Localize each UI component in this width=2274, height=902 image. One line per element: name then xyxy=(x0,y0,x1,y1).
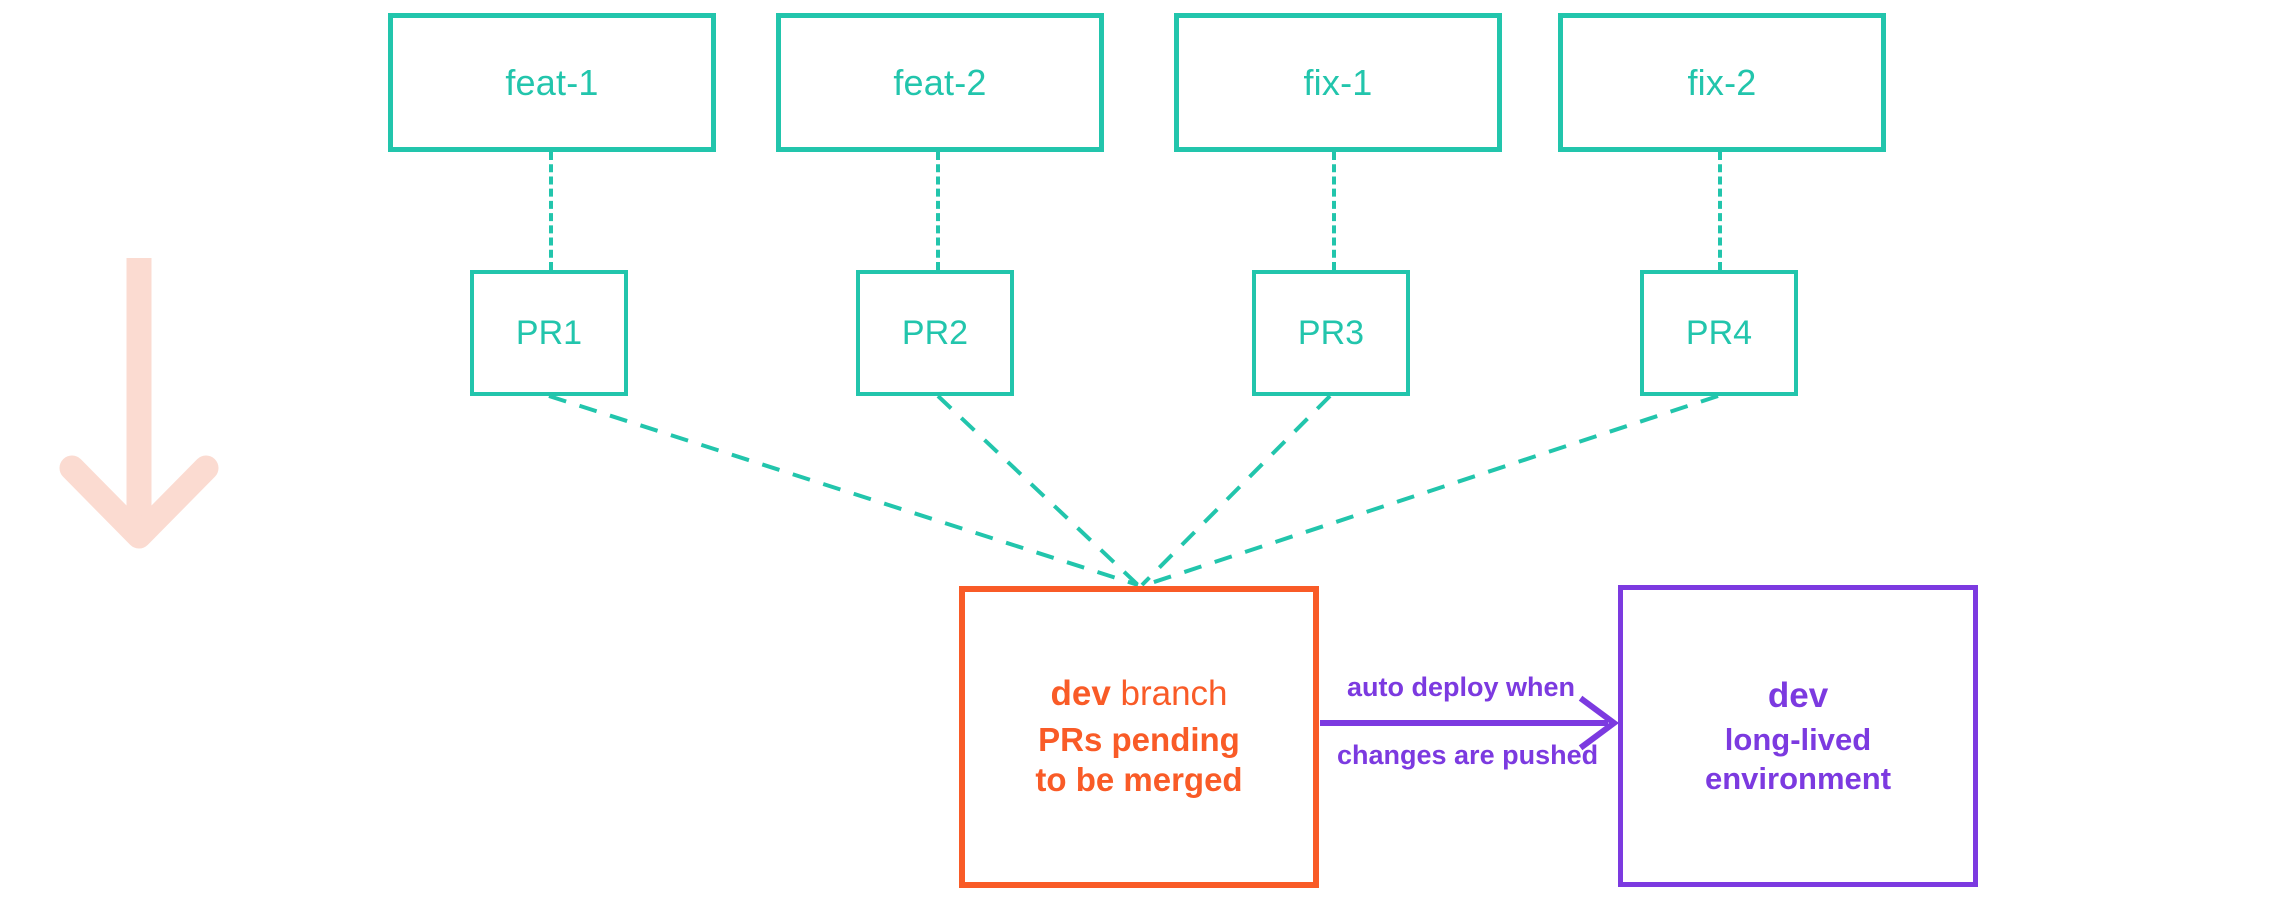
branch-box-feat-1[interactable]: feat-1 xyxy=(388,13,716,152)
branch-label: feat-2 xyxy=(893,61,987,103)
branch-label: fix-1 xyxy=(1303,61,1373,103)
connector-pr1-dev xyxy=(548,394,1139,587)
connector-pr4-dev xyxy=(1144,394,1719,587)
dev-environment-box[interactable]: dev long-lived environment xyxy=(1618,585,1978,887)
downward-flow-arrow xyxy=(59,258,219,549)
pr-label: PR4 xyxy=(1685,313,1753,352)
pr-to-dev-connectors xyxy=(548,394,1719,587)
pr-box-pr2[interactable]: PR2 xyxy=(856,270,1014,396)
dev-branch-title-rest: branch xyxy=(1110,674,1228,714)
connector-pr2-dev xyxy=(936,394,1140,587)
branch-label: feat-1 xyxy=(505,61,599,103)
branch-box-fix-2[interactable]: fix-2 xyxy=(1558,13,1886,152)
pr-box-pr4[interactable]: PR4 xyxy=(1640,270,1798,396)
connector-feat-2-pr2 xyxy=(936,152,940,270)
pr-label: PR2 xyxy=(901,313,969,352)
dev-branch-title-bold: dev xyxy=(1050,674,1111,714)
dev-branch-subtitle: PRs pending to be merged xyxy=(1035,721,1243,799)
connector-pr3-dev xyxy=(1140,394,1332,587)
dev-branch-title: dev branch xyxy=(1050,673,1227,716)
dev-environment-subtitle: long-lived environment xyxy=(1704,722,1892,796)
pr-box-pr1[interactable]: PR1 xyxy=(470,270,628,396)
dev-environment-title: dev xyxy=(1767,675,1829,715)
connector-fix-2-pr4 xyxy=(1718,152,1722,270)
connector-feat-1-pr1 xyxy=(549,152,553,270)
dev-branch-box[interactable]: dev branch PRs pending to be merged xyxy=(959,586,1319,888)
connector-fix-1-pr3 xyxy=(1332,152,1336,270)
branch-label: fix-2 xyxy=(1687,61,1757,103)
deploy-arrow-label-top: auto deploy when xyxy=(1347,672,1576,702)
branch-box-feat-2[interactable]: feat-2 xyxy=(776,13,1104,152)
pr-label: PR3 xyxy=(1297,313,1365,352)
pr-label: PR1 xyxy=(515,313,583,352)
pr-box-pr3[interactable]: PR3 xyxy=(1252,270,1410,396)
branch-box-fix-1[interactable]: fix-1 xyxy=(1174,13,1502,152)
deploy-arrow-label-bottom: changes are pushed xyxy=(1337,740,1599,770)
